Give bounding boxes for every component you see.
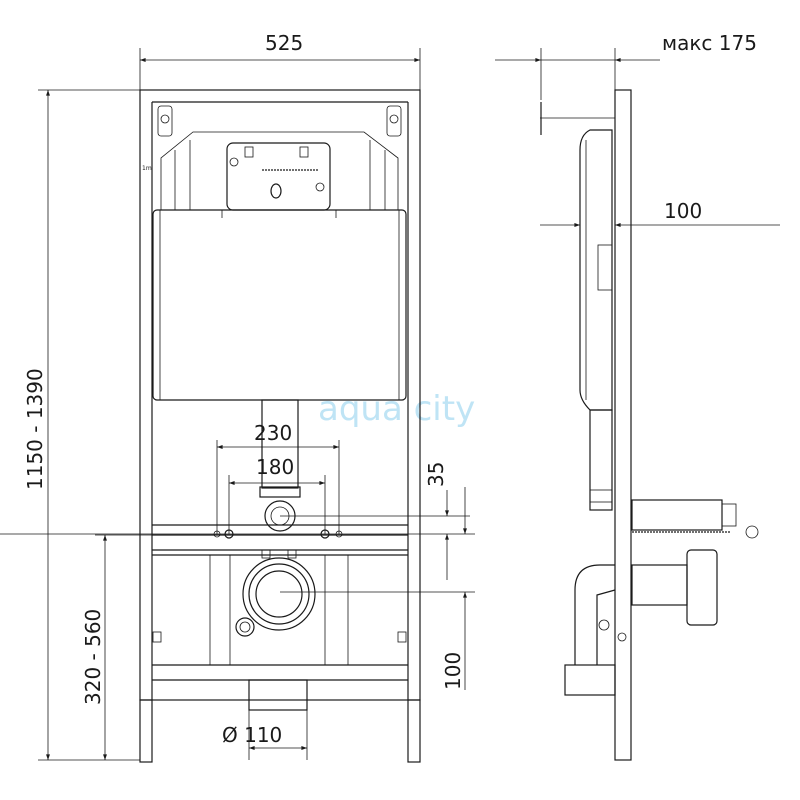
inlet-offset-label: 35 <box>424 462 448 487</box>
tank-depth-label: 100 <box>664 199 702 223</box>
max-depth-label: макс 175 <box>662 31 757 55</box>
inner-spacing-label: 180 <box>256 455 294 479</box>
height-label: 1150 - 1390 <box>23 368 47 490</box>
side-dimensions: макс 175 100 <box>495 31 780 235</box>
side-frame <box>540 89 759 761</box>
outlet-offset-label: 100 <box>441 652 465 690</box>
front-frame: 1m <box>139 89 421 763</box>
drain-diameter-label: Ø 110 <box>222 723 282 747</box>
width-label: 525 <box>265 31 303 55</box>
outer-spacing-label: 230 <box>254 421 292 445</box>
outlet-height-label: 320 - 560 <box>81 609 105 705</box>
front-dimensions: 525 1150 - 1390 320 - 560 230 180 35 100… <box>0 31 475 761</box>
watermark: aqua city <box>318 389 475 429</box>
level-marker: 1m <box>142 165 152 172</box>
